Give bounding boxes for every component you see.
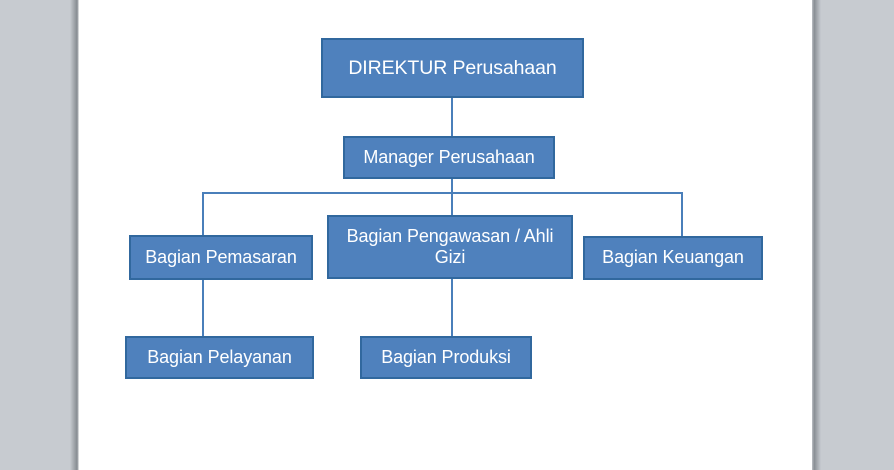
connector-bus-to-pengawasan: [451, 192, 453, 216]
workspace-margin-left: [0, 0, 78, 470]
node-bagian-keuangan-label: Bagian Keuangan: [602, 247, 744, 268]
page-edge-shadow-left: [70, 0, 79, 470]
node-bagian-pengawasan-label: Bagian Pengawasan / Ahli Gizi: [346, 225, 554, 267]
node-bagian-pelayanan[interactable]: Bagian Pelayanan: [125, 336, 314, 379]
page-edge-shadow-right: [812, 0, 821, 470]
connector-horizontal-bus: [202, 192, 683, 194]
connector-pemasaran-to-pelayanan: [202, 279, 204, 337]
connector-manager-stem: [451, 179, 453, 194]
node-bagian-pengawasan[interactable]: Bagian Pengawasan / Ahli Gizi: [327, 215, 573, 279]
connector-pengawasan-to-produksi: [451, 278, 453, 337]
node-manager[interactable]: Manager Perusahaan: [343, 136, 555, 179]
node-bagian-pelayanan-label: Bagian Pelayanan: [147, 346, 292, 367]
connector-bus-to-pemasaran: [202, 192, 204, 236]
node-bagian-produksi[interactable]: Bagian Produksi: [360, 336, 532, 379]
connector-direktur-to-manager: [451, 98, 453, 136]
node-bagian-produksi-label: Bagian Produksi: [381, 346, 511, 367]
connector-bus-to-keuangan: [681, 192, 683, 237]
node-bagian-pemasaran-label: Bagian Pemasaran: [145, 246, 297, 267]
node-direktur[interactable]: DIREKTUR Perusahaan: [321, 38, 584, 98]
workspace-margin-right: [812, 0, 894, 470]
node-bagian-pemasaran[interactable]: Bagian Pemasaran: [129, 235, 313, 280]
node-direktur-label: DIREKTUR Perusahaan: [348, 56, 557, 79]
node-bagian-keuangan[interactable]: Bagian Keuangan: [583, 236, 763, 280]
node-manager-label: Manager Perusahaan: [363, 146, 535, 167]
